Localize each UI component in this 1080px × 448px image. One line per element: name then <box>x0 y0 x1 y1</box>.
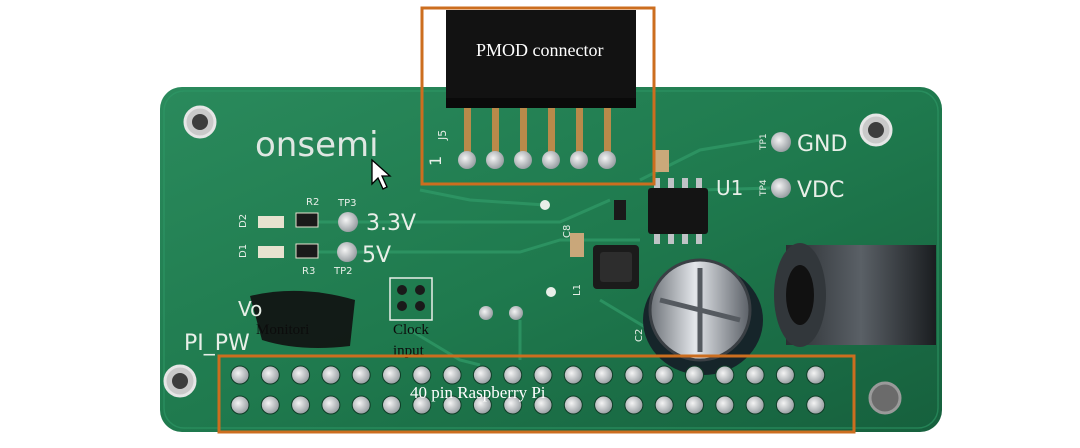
header-pin <box>230 395 250 415</box>
header-pin <box>685 395 704 415</box>
silk-tp4: TP4 <box>759 179 769 197</box>
label-raspberry-pi: 40 pin Raspberry Pi <box>410 383 546 402</box>
header-pin <box>412 365 432 385</box>
silk-pin1: 1 <box>426 156 445 166</box>
header-pin <box>442 395 462 415</box>
resistor-r2 <box>295 212 319 228</box>
header-pin <box>260 365 280 385</box>
header-pin <box>685 365 704 385</box>
header-pin <box>472 395 492 415</box>
annotation-box-raspberry-pi <box>217 354 856 434</box>
led-d1 <box>258 246 284 258</box>
header-pin <box>503 365 523 385</box>
silk-pi-pw: PI_PW <box>184 331 250 356</box>
header-pin <box>230 365 250 385</box>
pmod-connector-body <box>446 10 636 104</box>
resistor-r3 <box>295 243 319 259</box>
test-point-vdc <box>771 178 791 198</box>
header-pin <box>321 365 341 385</box>
label-clock: Clock <box>393 322 429 338</box>
header-pin <box>260 395 280 415</box>
annotation-box-pmod <box>420 6 656 186</box>
header-pin <box>442 365 462 385</box>
header-pin <box>351 395 371 415</box>
silk-u1: U1 <box>716 176 743 200</box>
header-pin <box>806 365 826 385</box>
silk-vo: Vo <box>238 297 262 321</box>
brand-logo: onsemi <box>255 125 379 165</box>
monitor-jumper <box>250 290 355 348</box>
silk-vdc: VDC <box>797 178 844 203</box>
pmod-connector-pins <box>464 108 611 156</box>
header-pin <box>745 365 765 385</box>
c2-electrolytic-capacitor <box>643 258 763 375</box>
leds <box>258 212 319 259</box>
header-pin <box>715 395 735 415</box>
header-pin <box>806 395 826 415</box>
header-pin <box>775 395 795 415</box>
header-pin <box>563 395 583 415</box>
silk-l1: L1 <box>572 284 583 296</box>
header-pin <box>291 365 311 385</box>
silk-c2: C2 <box>634 329 645 342</box>
header-pin <box>624 395 644 415</box>
header-pin <box>412 395 432 415</box>
test-point-gnd <box>771 132 791 152</box>
test-points <box>337 132 791 262</box>
header-pin <box>745 395 765 415</box>
header-pin <box>624 365 644 385</box>
mouse-cursor-icon <box>371 158 392 190</box>
silk-3v3: 3.3V <box>366 211 416 236</box>
silk-c8: C8 <box>562 225 573 238</box>
test-point-3v3 <box>338 212 358 232</box>
header-pin <box>351 365 371 385</box>
silk-5v: 5V <box>362 243 391 268</box>
raspberry-pi-header-pins <box>230 365 826 415</box>
silk-r2: R2 <box>306 197 319 208</box>
header-pin <box>291 395 311 415</box>
header-pin <box>533 365 553 385</box>
silk-d2: D2 <box>238 214 249 228</box>
silk-j5: J5 <box>436 130 449 141</box>
header-pin <box>382 365 401 385</box>
header-pin <box>321 395 341 415</box>
header-pin <box>594 365 614 385</box>
clock-input-header <box>389 277 433 321</box>
label-pmod-connector: PMOD connector <box>476 40 603 60</box>
header-pin <box>715 365 735 385</box>
dc-barrel-jack <box>774 243 936 347</box>
header-pin <box>563 365 583 385</box>
u1-chip <box>648 188 708 234</box>
mounting-holes <box>163 105 902 415</box>
header-pin <box>472 365 492 385</box>
header-pin <box>775 365 795 385</box>
silk-r3: R3 <box>302 266 315 277</box>
test-point-5v <box>337 242 357 262</box>
silk-tp1: TP1 <box>759 133 769 151</box>
led-d2 <box>258 216 284 228</box>
header-pin <box>503 395 523 415</box>
mounting-hole-bottom-right <box>868 381 902 415</box>
header-pin <box>382 395 401 415</box>
silkscreen-labels: GND VDC TP1 TP4 TP3 TP2 3.3V 5V R2 R3 D2… <box>184 130 847 356</box>
silk-tp3: TP3 <box>337 198 357 209</box>
silk-gnd: GND <box>797 132 847 157</box>
c8-capacitor <box>570 233 584 257</box>
header-pin <box>594 395 614 415</box>
silk-d1: D1 <box>238 244 249 258</box>
silk-tp2: TP2 <box>333 266 353 277</box>
header-pin <box>533 395 553 415</box>
label-monitor: Monitori <box>256 322 309 338</box>
header-pin <box>654 395 674 415</box>
header-pin <box>654 365 674 385</box>
